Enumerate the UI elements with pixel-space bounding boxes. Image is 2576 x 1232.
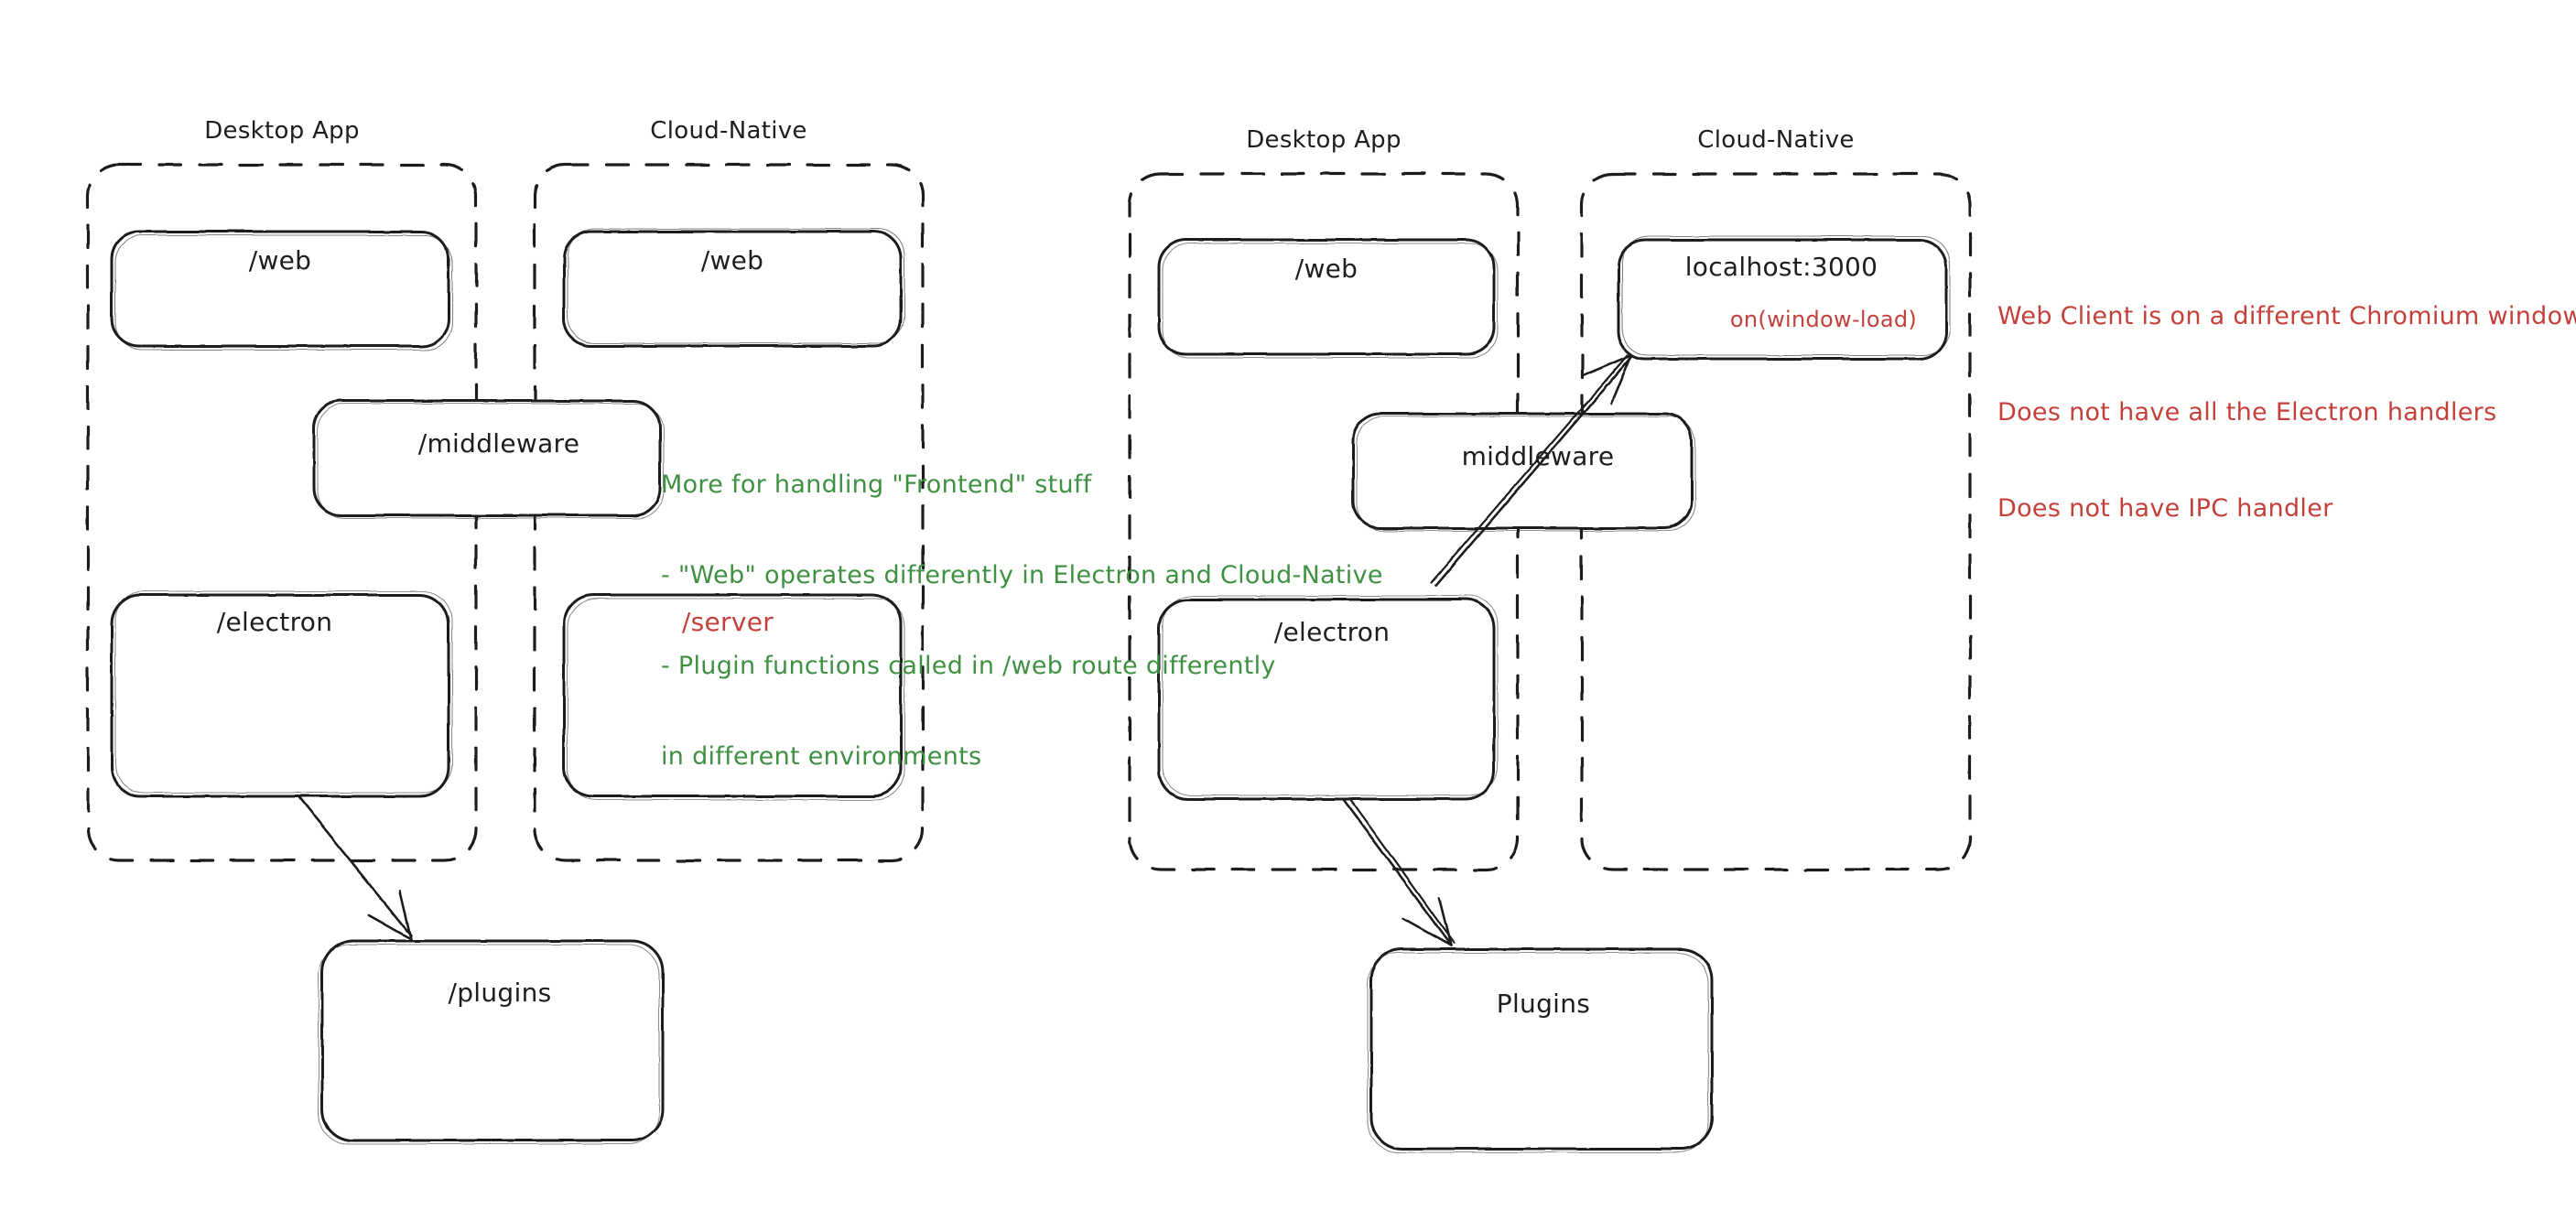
- group-label-right-cloud-native: Cloud-Native: [1697, 126, 1855, 154]
- arrow-right-electron-to-plugins: [1342, 796, 1456, 947]
- node-label-right-middleware: middleware: [1461, 441, 1615, 471]
- node-label-left-plugins: /plugins: [448, 978, 552, 1008]
- node-left-web[interactable]: [110, 230, 453, 351]
- node-right-electron[interactable]: [1157, 595, 1499, 801]
- annotation-green-line-3: - Plugin functions called in /web route …: [661, 652, 1276, 680]
- node-left-server[interactable]: [562, 593, 905, 801]
- node-right-web[interactable]: [1157, 238, 1499, 359]
- node-right-middleware[interactable]: [1351, 412, 1696, 532]
- annotation-red-line-2: Does not have all the Electron handlers: [1997, 398, 2497, 427]
- node-label-right-web: /web: [1294, 254, 1358, 284]
- node-left-electron[interactable]: [110, 590, 453, 798]
- node-left-middleware[interactable]: [312, 399, 665, 519]
- annotation-red-line-3: Does not have IPC handler: [1997, 494, 2333, 523]
- annotation-red-note: Web Client is on a different Chromium wi…: [1997, 236, 2576, 589]
- group-label-left-cloud-native: Cloud-Native: [650, 117, 807, 145]
- node-label-left-server: /server: [681, 607, 774, 637]
- group-label-left-desktop-app: Desktop App: [204, 117, 360, 145]
- node-sublabel-right-localhost-on-window-load: on(window-load): [1729, 307, 1918, 332]
- node-right-plugins[interactable]: [1367, 947, 1714, 1153]
- node-label-right-electron: /electron: [1273, 617, 1391, 647]
- annotation-green-line-4: in different environments: [661, 742, 982, 771]
- node-left-plugins[interactable]: [318, 939, 665, 1145]
- node-right-localhost[interactable]: [1617, 235, 1951, 361]
- annotation-green-note: More for handling "Frontend" stuff - "We…: [661, 409, 1383, 832]
- group-label-right-desktop-app: Desktop App: [1246, 126, 1402, 154]
- node-label-left-electron: /electron: [216, 607, 333, 637]
- node-left-cn-web[interactable]: [562, 228, 905, 348]
- node-label-left-web: /web: [248, 245, 312, 276]
- node-label-left-cn-web: /web: [700, 245, 764, 276]
- arrow-right-electron-to-localhost: [1429, 353, 1633, 588]
- node-label-right-localhost: localhost:3000: [1684, 252, 1878, 282]
- node-label-left-middleware: /middleware: [417, 428, 580, 459]
- annotation-green-line-2: - "Web" operates differently in Electron…: [661, 561, 1383, 589]
- node-label-right-plugins: Plugins: [1496, 989, 1591, 1019]
- arrow-left-electron-to-plugins: [297, 794, 413, 941]
- annotation-green-line-1: More for handling "Frontend" stuff: [661, 470, 1092, 499]
- annotation-red-line-1: Web Client is on a different Chromium wi…: [1997, 302, 2576, 330]
